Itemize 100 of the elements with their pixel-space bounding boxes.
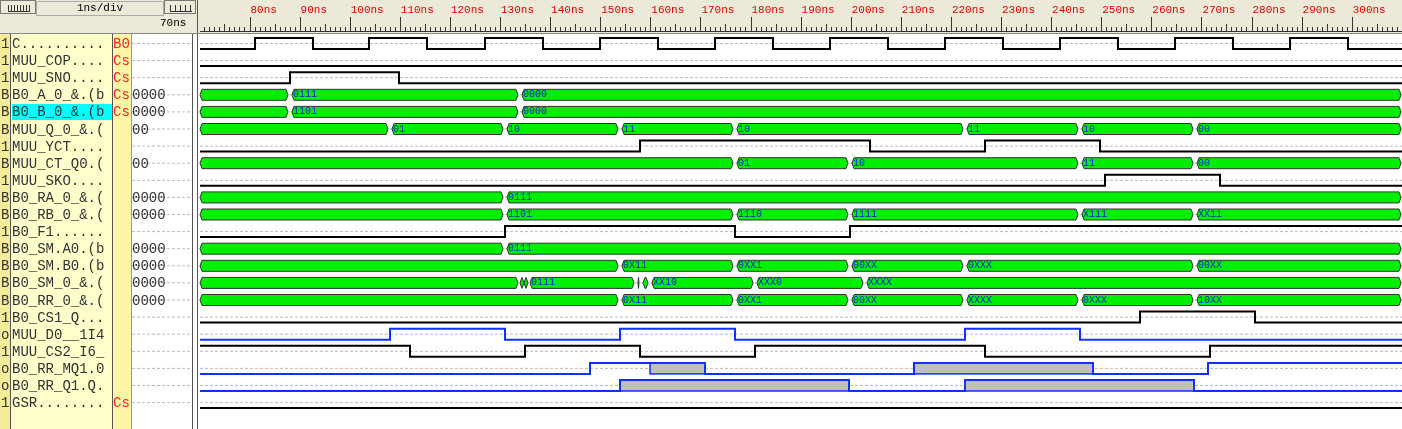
bus-value: 00 — [1198, 158, 1210, 169]
time-label: 210ns — [901, 5, 935, 16]
bus-value: 0111 — [508, 192, 532, 203]
time-label: 100ns — [350, 5, 384, 16]
initial-value: 0000 — [132, 105, 166, 120]
bus-value: 10 — [508, 124, 520, 135]
bus-value: XXXX — [868, 278, 892, 289]
time-label: 170ns — [701, 5, 735, 16]
signal-type: B — [1, 293, 10, 308]
initial-value: 0000 — [132, 242, 166, 257]
bus-value: 10XX — [1198, 295, 1222, 306]
bus-value: X111 — [1083, 210, 1107, 220]
time-label: 260ns — [1152, 5, 1186, 16]
time-label: 300ns — [1352, 5, 1386, 16]
bus-value: 00XX — [1198, 261, 1222, 272]
cursor-time: 70ns — [160, 18, 187, 29]
bus-value: 10 — [738, 124, 750, 135]
time-label: 190ns — [801, 5, 835, 16]
initial-value: 0000 — [132, 190, 166, 205]
time-label: 120ns — [450, 5, 484, 16]
signal-name: B0_RR_MQ1.0 — [12, 360, 106, 377]
bus-value: 1101 — [293, 107, 317, 118]
time-label: 200ns — [851, 5, 885, 16]
bus-value: 1111 — [853, 210, 877, 220]
signal-type: B — [1, 156, 10, 171]
time-label: 280ns — [1252, 5, 1286, 16]
signal-type: o — [1, 327, 10, 342]
signal-name: GSR........ — [12, 395, 106, 412]
signal-name: B0_B_0_&.(b — [12, 104, 112, 121]
bus-value: 0111 — [531, 278, 555, 289]
signal-name: B0_A_0_&.(b — [12, 87, 106, 104]
signal-name: B0_RR_Q1.Q. — [12, 378, 106, 394]
signal-tag: B0 — [113, 37, 130, 51]
bus-value: XXX0 — [758, 278, 782, 289]
signal-name: MUU_Q_0_&.( — [12, 121, 106, 138]
time-label: 130ns — [501, 5, 534, 16]
initial-value: 00 — [132, 156, 149, 171]
signal-name: B0_F1...... — [12, 224, 106, 241]
bus-value: 0000 — [523, 107, 547, 118]
bus-value: 1110 — [738, 210, 762, 220]
bus-value: 00XX — [853, 295, 877, 306]
bus-value: XX10 — [653, 278, 677, 289]
signal-type: B — [1, 242, 10, 257]
signal-type: B — [1, 122, 10, 137]
signal-name: B0_SM.B0.(b — [12, 258, 106, 275]
signal-name: B0_SM_0_&.( — [12, 275, 106, 292]
signal-type: 1 — [1, 37, 10, 51]
signal-name: B0_RB_0_&.( — [12, 207, 106, 223]
time-label: 150ns — [601, 5, 635, 16]
signal-type: 1 — [1, 344, 10, 359]
signal-type: B — [1, 105, 10, 120]
time-label: 110ns — [400, 5, 434, 16]
bus-value: 11 — [968, 124, 980, 135]
signal-tag: Cs — [113, 396, 130, 411]
time-label: 90ns — [300, 5, 327, 16]
bus-value: 0111 — [293, 90, 317, 101]
initial-value: 0000 — [132, 88, 166, 103]
bus-value: 0000 — [523, 90, 547, 101]
scale-label: 1ns/div — [36, 1, 164, 16]
signal-name: MUU_CT_Q0.( — [12, 155, 106, 172]
signal-name: MUU_CS2_I6_ — [12, 343, 106, 360]
signal-name: MUU_SNO.... — [12, 70, 106, 87]
signal-type: 1 — [1, 173, 10, 188]
bus-value: 0X11 — [623, 295, 647, 306]
initial-value: 0000 — [132, 259, 166, 274]
time-label: 270ns — [1202, 5, 1236, 16]
time-label: 240ns — [1052, 5, 1086, 16]
initial-value: 0000 — [132, 293, 166, 308]
signal-type: 1 — [1, 396, 10, 411]
time-label: 160ns — [651, 5, 685, 16]
bus-value: 0111 — [508, 244, 532, 255]
signal-name: MUU_YCT.... — [12, 138, 106, 155]
bus-value: 0XXX — [968, 261, 992, 272]
bus-value: 1101 — [508, 210, 532, 220]
time-label: 230ns — [1002, 5, 1035, 16]
time-label: 220ns — [951, 5, 985, 16]
time-label: 80ns — [250, 5, 277, 16]
signal-type: B — [1, 88, 10, 103]
signal-type: 1 — [1, 310, 10, 325]
bus-value: 01 — [393, 124, 405, 135]
time-label: 180ns — [751, 5, 785, 16]
time-label: 140ns — [551, 5, 585, 16]
signal-type: 1 — [1, 225, 10, 240]
signal-type: 1 — [1, 71, 10, 86]
bus-value: 0XXX — [1083, 295, 1107, 306]
time-label: 290ns — [1302, 5, 1336, 16]
bus-value: 10 — [853, 158, 865, 169]
bus-value: 00 — [1198, 124, 1210, 135]
signal-type: B — [1, 259, 10, 274]
initial-value: 0000 — [132, 208, 166, 222]
signal-type: o — [1, 361, 10, 376]
bus-value: 11 — [623, 124, 635, 135]
bus-value: 10 — [1083, 124, 1095, 135]
signal-name: B0_RR_0_&.( — [12, 292, 106, 309]
signal-type: B — [1, 208, 10, 222]
signal-name: MUU_D0__1I4 — [12, 326, 106, 343]
signal-name: MUU_SKO.... — [12, 172, 106, 189]
bus-value: 0X11 — [623, 261, 647, 272]
initial-value: 0000 — [132, 276, 166, 291]
signal-type: B — [1, 190, 10, 205]
